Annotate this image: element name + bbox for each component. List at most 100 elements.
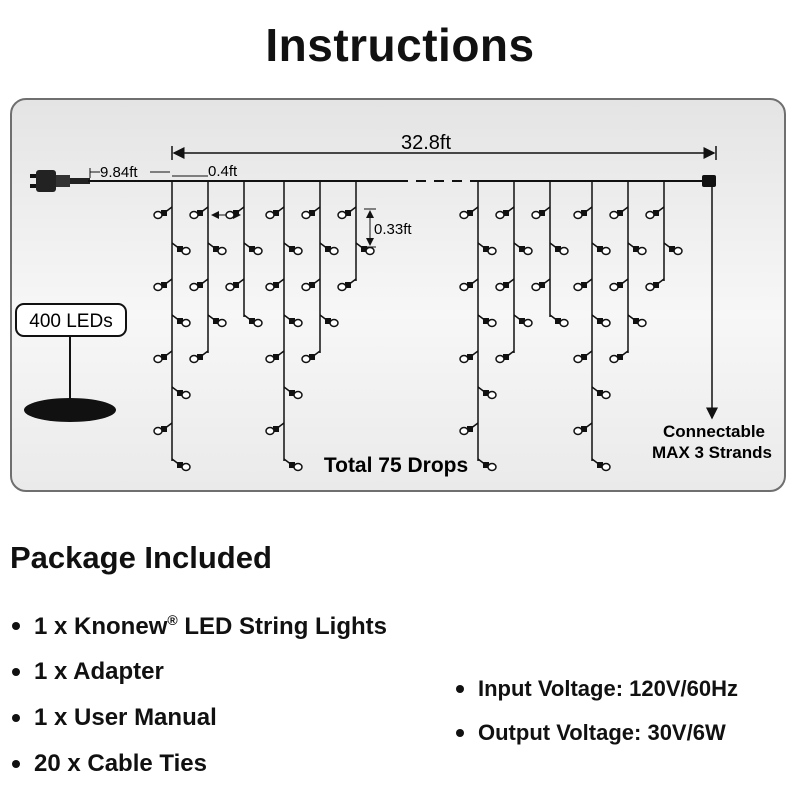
icicle-drops <box>153 181 683 472</box>
led-bulb-icon <box>609 350 629 364</box>
led-bulb-icon <box>573 350 593 364</box>
bullet-icon <box>456 685 464 693</box>
led-spacing-label: 0.33ft <box>374 221 412 238</box>
led-bulb-icon <box>591 242 611 256</box>
led-bulb-icon <box>627 314 647 328</box>
led-bulb-icon <box>153 206 173 220</box>
spec-item: Output Voltage: 30V/6W <box>456 711 738 755</box>
led-bulb-icon <box>283 314 303 328</box>
led-bulb-icon <box>477 458 497 472</box>
led-bulb-icon <box>591 386 611 400</box>
led-bulb-icon <box>243 242 263 256</box>
led-bulb-icon <box>283 242 303 256</box>
bullet-icon <box>12 668 20 676</box>
list-item: 1 x User Manual <box>12 695 387 741</box>
item-text: 1 x User Manual <box>34 704 217 731</box>
item-text: 1 x Adapter <box>34 658 164 685</box>
led-bulb-icon <box>477 242 497 256</box>
connectable-label: Connectable <box>663 422 765 441</box>
led-bulb-icon <box>459 206 479 220</box>
item-text: 20 x Cable Ties <box>34 750 207 777</box>
led-bulb-icon <box>573 206 593 220</box>
led-bulb-icon <box>225 278 245 292</box>
led-bulb-icon <box>301 278 321 292</box>
led-bulb-icon <box>531 206 551 220</box>
led-bulb-icon <box>189 206 209 220</box>
total-drops-label: Total 75 Drops <box>324 454 468 477</box>
spec-list: Input Voltage: 120V/60Hz Output Voltage:… <box>456 667 738 755</box>
led-bulb-icon <box>265 422 285 436</box>
led-bulb-icon <box>171 314 191 328</box>
led-bulb-icon <box>477 386 497 400</box>
led-bulb-icon <box>549 314 569 328</box>
led-bulb-icon <box>627 242 647 256</box>
led-bulb-icon <box>355 242 375 256</box>
led-bulb-icon <box>495 278 515 292</box>
led-bulb-icon <box>207 242 227 256</box>
led-bulb-icon <box>301 206 321 220</box>
drop-spacing-label: 0.4ft <box>208 163 238 180</box>
led-bulb-icon <box>663 242 683 256</box>
list-item: 1 x Knonew® LED String Lights <box>12 603 387 649</box>
led-bulb-icon <box>265 350 285 364</box>
bullet-icon <box>456 729 464 737</box>
led-bulb-icon <box>477 314 497 328</box>
lead-wire-label: 9.84ft <box>100 164 138 181</box>
led-bulb-icon <box>645 206 665 220</box>
package-list: 1 x Knonew® LED String Lights 1 x Adapte… <box>12 603 387 787</box>
led-bulb-icon <box>591 314 611 328</box>
led-count-badge: 400 LEDs <box>29 311 112 332</box>
led-bulb-icon <box>337 278 357 292</box>
led-bulb-icon <box>513 242 533 256</box>
led-bulb-icon <box>301 350 321 364</box>
spec-text: Output Voltage: 30V/6W <box>478 720 726 745</box>
led-bulb-icon <box>319 242 339 256</box>
led-bulb-icon <box>459 278 479 292</box>
led-bulb-icon <box>265 278 285 292</box>
led-bulb-icon <box>513 314 533 328</box>
plug-icon <box>30 170 90 192</box>
package-title: Package Included <box>10 540 272 575</box>
led-bulb-icon <box>319 314 339 328</box>
led-bulb-icon <box>171 242 191 256</box>
led-bulb-icon <box>207 314 227 328</box>
page-title: Instructions <box>265 19 535 71</box>
list-item: 1 x Adapter <box>12 649 387 695</box>
led-bulb-icon <box>337 206 357 220</box>
led-bulb-icon <box>459 350 479 364</box>
led-bulb-icon <box>283 458 303 472</box>
bullet-icon <box>12 622 20 630</box>
length-label: 32.8ft <box>401 132 451 154</box>
led-bulb-icon <box>573 422 593 436</box>
spec-item: Input Voltage: 120V/60Hz <box>456 667 738 711</box>
led-bulb-icon <box>549 242 569 256</box>
led-bulb-icon <box>645 278 665 292</box>
led-bulb-icon <box>283 386 303 400</box>
bullet-icon <box>12 760 20 768</box>
bullet-icon <box>12 714 20 722</box>
led-bulb-icon <box>153 350 173 364</box>
led-bulb-icon <box>495 350 515 364</box>
badge-stand-icon <box>24 398 116 422</box>
led-bulb-icon <box>243 314 263 328</box>
led-bulb-icon <box>153 278 173 292</box>
led-bulb-icon <box>171 386 191 400</box>
led-bulb-icon <box>591 458 611 472</box>
led-bulb-icon <box>265 206 285 220</box>
max-strands-label: MAX 3 Strands <box>652 443 772 462</box>
end-connector-icon <box>702 175 716 187</box>
list-item: 20 x Cable Ties <box>12 741 387 787</box>
led-bulb-icon <box>531 278 551 292</box>
led-bulb-icon <box>573 278 593 292</box>
led-bulb-icon <box>171 458 191 472</box>
spec-text: Input Voltage: 120V/60Hz <box>478 676 738 701</box>
led-bulb-icon <box>153 422 173 436</box>
diagram-panel <box>10 98 786 492</box>
item-text: 1 x Knonew® LED String Lights <box>34 611 388 640</box>
led-bulb-icon <box>189 278 209 292</box>
led-bulb-icon <box>609 278 629 292</box>
led-bulb-icon <box>225 206 245 220</box>
led-bulb-icon <box>459 422 479 436</box>
led-bulb-icon <box>495 206 515 220</box>
